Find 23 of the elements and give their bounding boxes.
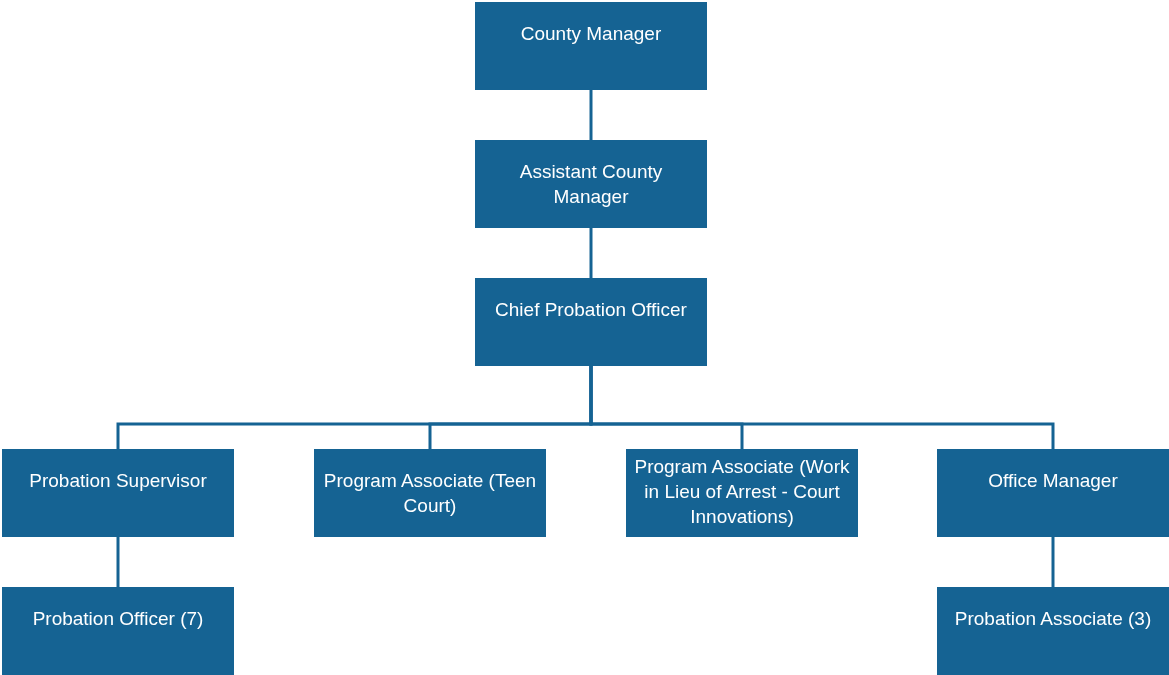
position-title: Program Associate (Work in Lieu of Arrest - Court Innovations) — [634, 455, 850, 529]
position-title: Office Manager — [988, 469, 1118, 493]
connector-line — [589, 90, 593, 140]
org-chart-box — [937, 587, 1169, 675]
position-title: Probation Associate (3) — [954, 607, 1152, 631]
connector-line — [1051, 537, 1055, 587]
position-title: Program Associate (Teen Court) — [322, 469, 538, 518]
position-title: County Manager — [520, 22, 662, 46]
org-chart-box — [2, 587, 234, 675]
org-chart-box — [937, 449, 1169, 537]
org-chart-box — [475, 140, 707, 228]
connector-line — [589, 228, 593, 278]
connector-line — [589, 366, 1055, 449]
connector-line — [116, 537, 120, 587]
position-title: Chief Probation Officer — [495, 298, 687, 322]
org-chart-box — [314, 449, 546, 537]
org-chart-box — [2, 449, 234, 537]
org-chart-box — [475, 2, 707, 90]
org-chart-box — [626, 449, 858, 537]
position-title: Probation Supervisor — [29, 469, 207, 493]
position-title: Probation Officer (7) — [32, 607, 204, 631]
position-title: Assistant County Manager — [518, 160, 664, 209]
org-chart-box — [475, 278, 707, 366]
